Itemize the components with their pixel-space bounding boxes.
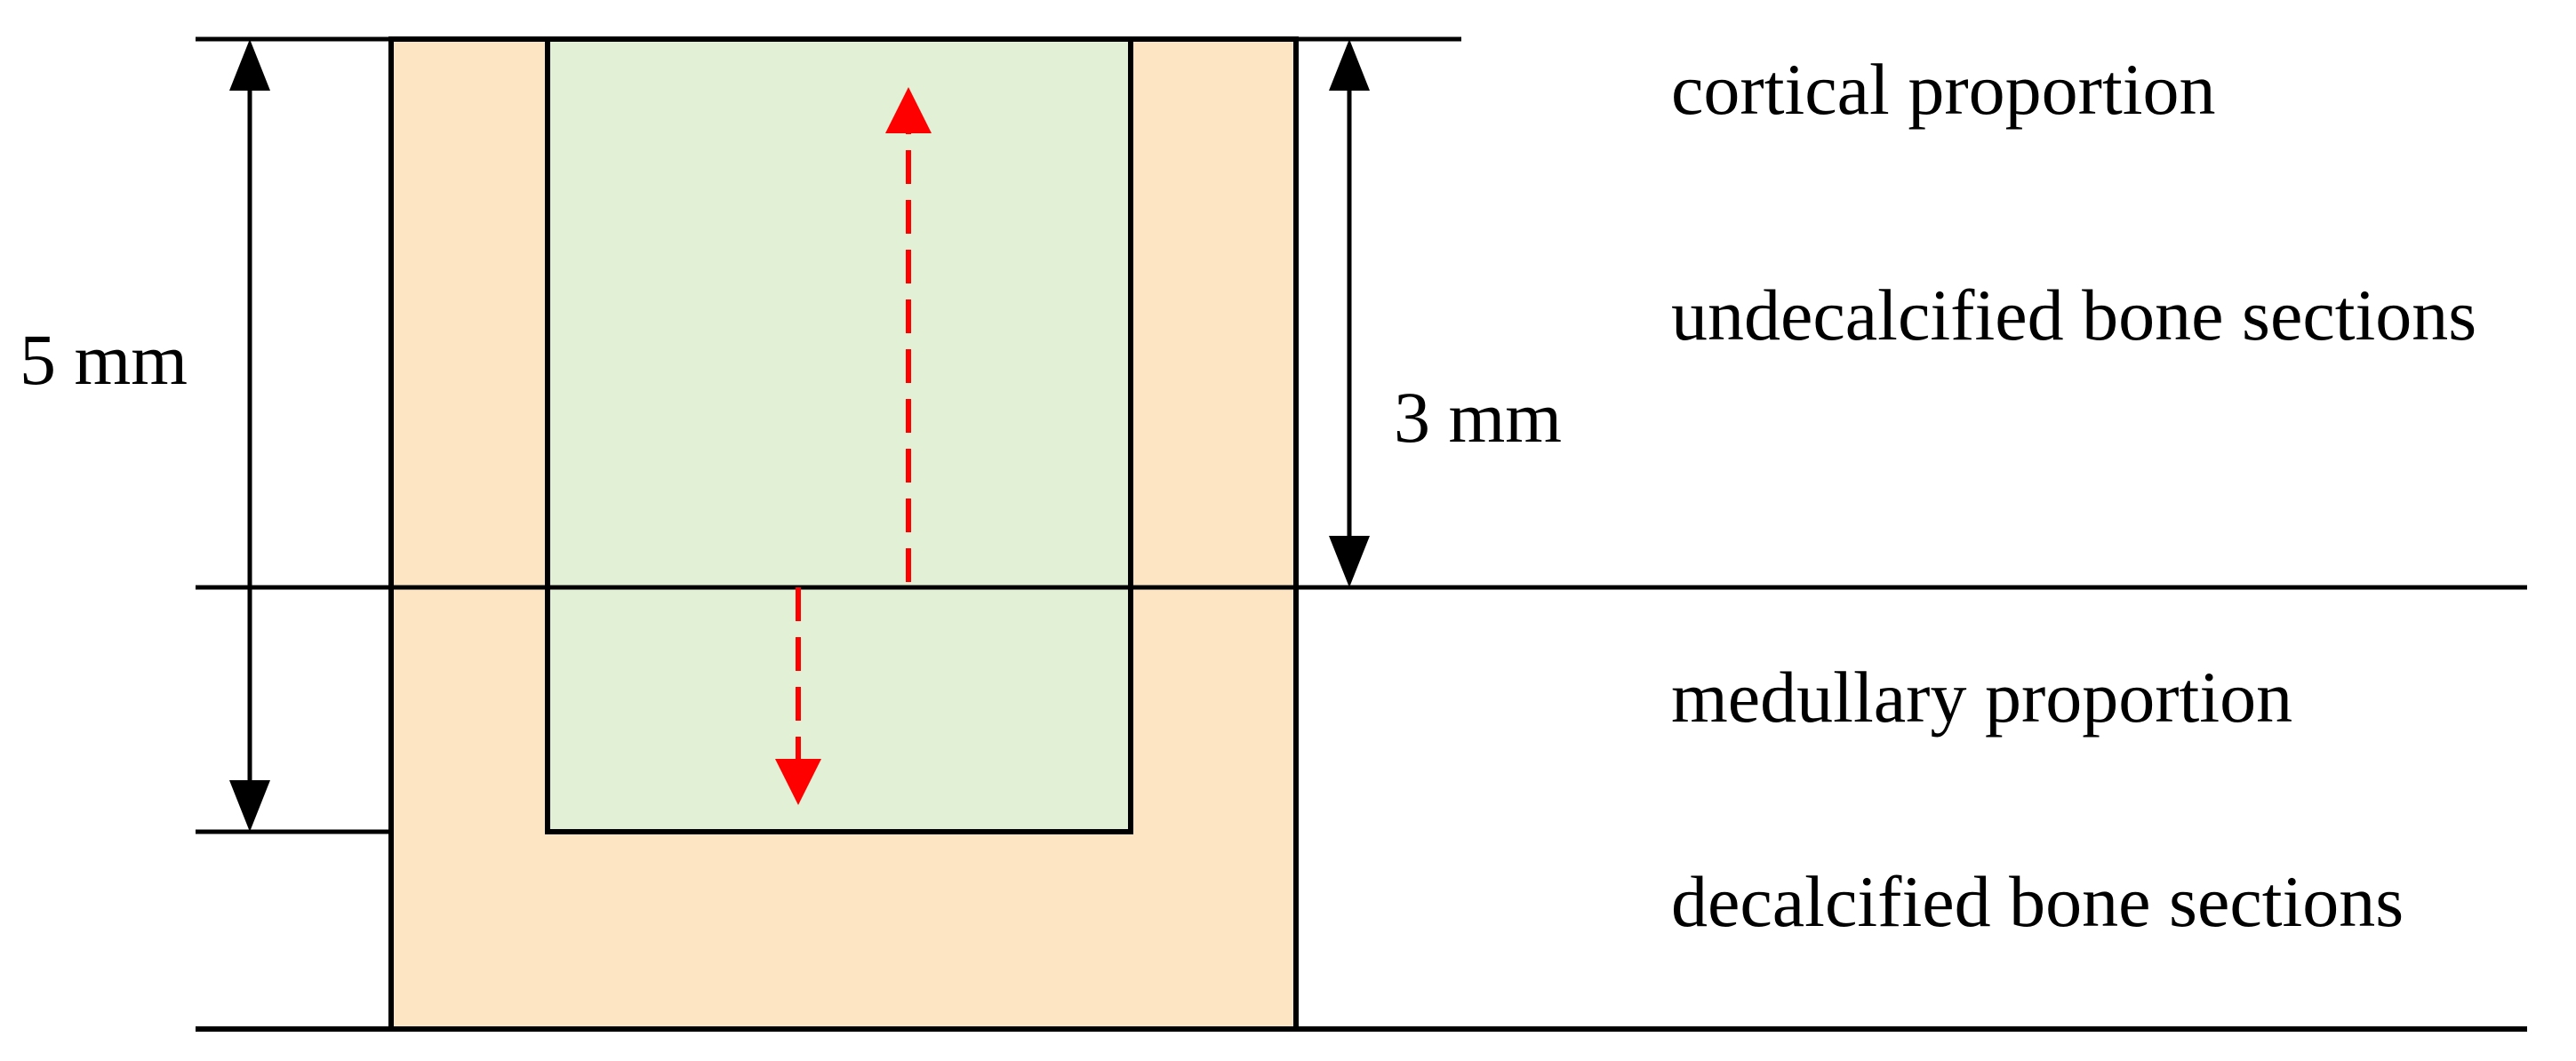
five-mm-label: 5 mm [20,319,188,400]
decalcified-sections-label: decalcified bone sections [1671,861,2404,942]
cortical-proportion-label: cortical proportion [1671,49,2216,130]
undecalcified-sections-label: undecalcified bone sections [1671,275,2476,355]
red-dashed-arrow-up [885,87,932,582]
medullary-proportion-label: medullary proportion [1671,657,2292,738]
five-mm-dimension-arrow [229,39,270,832]
three-mm-dimension-arrow [1329,39,1370,587]
red-dashed-arrow-down [775,587,821,805]
implant-block [545,36,1133,834]
three-mm-label: 3 mm [1394,377,1562,458]
